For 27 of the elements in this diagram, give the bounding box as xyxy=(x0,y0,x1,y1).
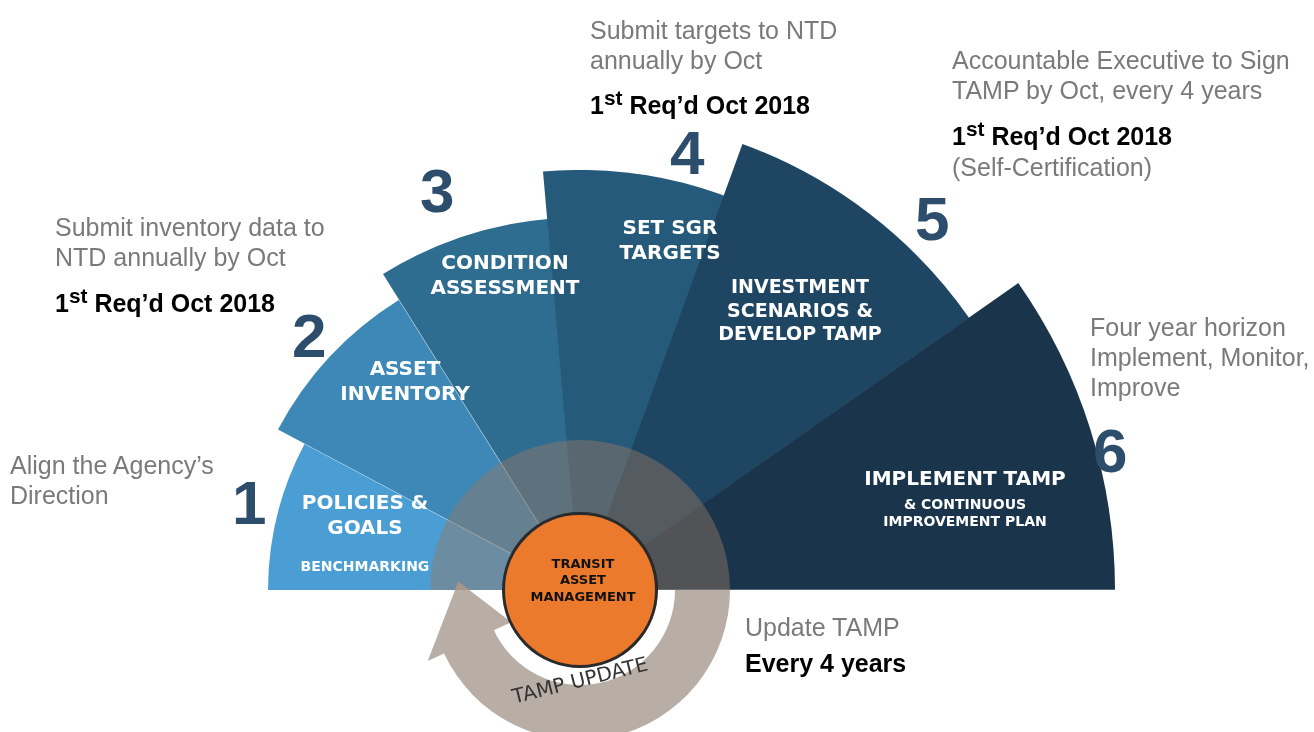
center-title: TRANSIT ASSET MANAGEMENT xyxy=(529,556,637,605)
annotation-text: (Self-Certification) xyxy=(952,152,1154,182)
step-number: 3 xyxy=(420,160,456,222)
annotation-text: Align the Agency’s Direction xyxy=(10,450,215,510)
step-title: IMPLEMENT TAMP xyxy=(863,466,1067,491)
deadline-text: 1$^{st}$ Req’d Oct 2018 xyxy=(55,284,276,319)
deadline-text: Every 4 years xyxy=(745,648,908,678)
step-number: 6 xyxy=(1093,420,1129,482)
deadline-text: 1$^{st}$ Req’d Oct 2018 xyxy=(590,86,811,121)
step-title: ASSET INVENTORY xyxy=(339,356,471,406)
annotation-text: Submit targets to NTD annually by Oct xyxy=(590,15,839,75)
step-subtitle: BENCHMARKING xyxy=(299,558,431,576)
annotation-text: Submit inventory data to NTD annually by Oct xyxy=(55,212,326,272)
step-title: INVESTMENT SCENARIOS & DEVELOP TAMP xyxy=(717,275,883,347)
step-subtitle: & CONTINUOUS IMPROVEMENT PLAN xyxy=(882,496,1048,531)
deadline-text: 1$^{st}$ Req’d Oct 2018 xyxy=(952,117,1173,152)
step-number: 2 xyxy=(292,305,328,367)
step-title: POLICIES & GOALS xyxy=(300,490,430,540)
step-title: CONDITION ASSESSMENT xyxy=(429,250,581,300)
annotation-text: Four year horizon Implement, Monitor, Improve xyxy=(1090,312,1311,402)
arrow-label: TAMP UPDATE xyxy=(508,650,652,711)
step-number: 1 xyxy=(232,472,268,534)
step-title: SET SGR TARGETS xyxy=(618,215,722,265)
step-number: 5 xyxy=(915,188,951,250)
step-number: 4 xyxy=(670,122,706,184)
annotation-text: Update TAMP xyxy=(745,612,901,642)
annotation-text: Accountable Executive to Sign TAMP by Oct, every 4 years xyxy=(952,45,1291,105)
